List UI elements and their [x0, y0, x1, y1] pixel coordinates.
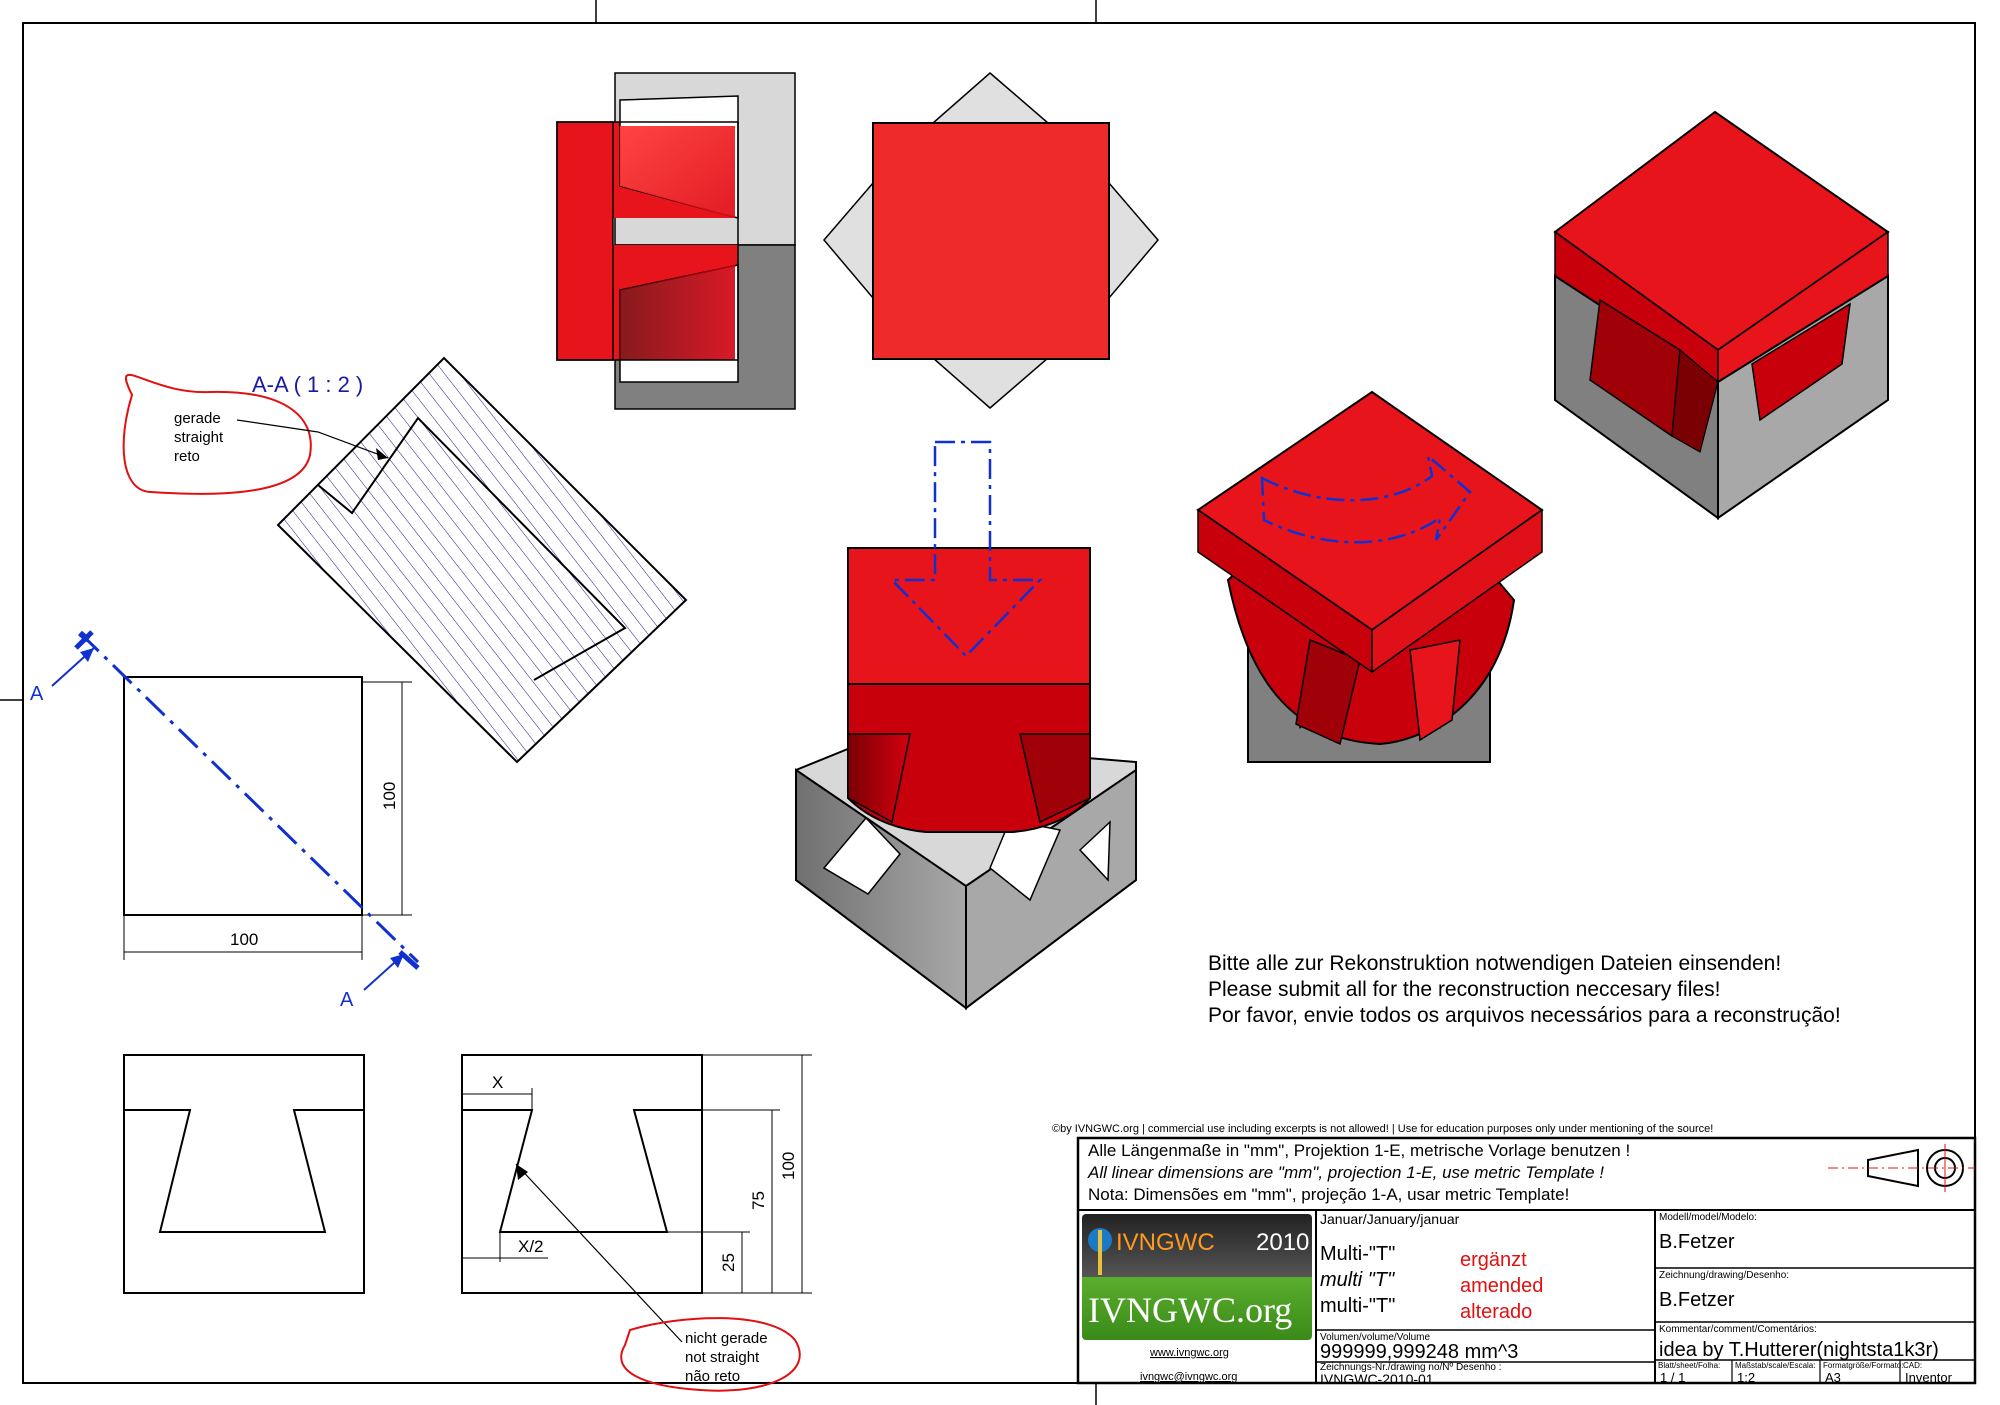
notice-line-3: Por favor, envie todos os arquivos neces…	[1208, 1004, 1841, 1027]
t-profile-view-dimensioned	[461, 1054, 812, 1343]
drawing-no-label: Zeichnungs-Nr./drawing no/Nº Desenho :	[1320, 1362, 1502, 1373]
callout-not-straight-line-2: not straight	[685, 1349, 760, 1366]
drawing-label: Zeichnung/drawing/Desenho:	[1659, 1270, 1789, 1281]
notice-line-1: Bitte alle zur Rekonstruktion notwendige…	[1208, 952, 1781, 975]
title-line-2: multi "T"	[1320, 1269, 1395, 1291]
section-marker-top: A	[30, 683, 44, 705]
isometric-view-exploded	[795, 440, 1137, 1011]
model-value: B.Fetzer	[1659, 1231, 1735, 1253]
copyright-note: ©by IVNGWC.org | commercial use includin…	[1052, 1123, 1713, 1135]
callout-straight-line-2: straight	[174, 429, 224, 446]
callout-not-straight-line-1: nicht gerade	[685, 1330, 768, 1347]
callout-straight-line-1: gerade	[174, 410, 221, 427]
status-line-3: alterado	[1460, 1301, 1532, 1323]
colored-top-view	[823, 72, 1159, 409]
cad-label: CAD:	[1903, 1361, 1922, 1370]
dim-75: 75	[749, 1191, 768, 1210]
section-marker-bottom: A	[340, 989, 354, 1011]
scale-value: 1:2	[1737, 1370, 1755, 1385]
dim-front-width: 100	[230, 930, 258, 949]
dim-x: X	[492, 1073, 503, 1092]
title-line-3: multi-"T"	[1320, 1295, 1395, 1317]
dim-25: 25	[719, 1253, 738, 1272]
website-link[interactable]: www.ivngwc.org	[1149, 1347, 1229, 1359]
front-view-square	[123, 676, 412, 960]
dim-x-half: X/2	[518, 1237, 544, 1256]
section-view-aa	[276, 356, 688, 764]
model-label: Modell/model/Modelo:	[1659, 1212, 1757, 1223]
logo-main-text: IVNGWC.org	[1088, 1290, 1292, 1330]
drawing-value: B.Fetzer	[1659, 1289, 1735, 1311]
general-note-line-2: All linear dimensions are "mm", projecti…	[1087, 1163, 1604, 1182]
sheet-label: Blatt/sheet/Folha:	[1658, 1361, 1720, 1370]
t-profile-view-left	[123, 1054, 365, 1294]
dim-100: 100	[779, 1152, 798, 1180]
general-note-line-3: Nota: Dimensões em "mm", projeção 1-A, u…	[1088, 1185, 1569, 1204]
section-label: A-A ( 1 : 2 )	[252, 372, 363, 397]
format-label: Formatgröße/Formato:	[1823, 1361, 1903, 1370]
notice-line-2: Please submit all for the reconstruction…	[1208, 978, 1720, 1001]
callout-not-straight-line-3: não reto	[685, 1368, 740, 1385]
volume-label: Volumen/volume/Volume	[1320, 1332, 1431, 1343]
callout-not-straight-outline	[620, 1317, 801, 1392]
scale-label: Maßstab/scale/Escala:	[1735, 1361, 1815, 1370]
status-line-1: ergänzt	[1460, 1249, 1527, 1271]
section-cut-line	[51, 630, 420, 991]
sheet-value: 1 / 1	[1660, 1370, 1685, 1385]
callout-straight	[122, 373, 389, 495]
title-block	[1076, 1136, 1977, 1385]
cad-value: Inventor	[1905, 1370, 1953, 1385]
title-line-1: Multi-"T"	[1320, 1243, 1395, 1265]
status-line-2: amended	[1460, 1275, 1543, 1297]
ivngwc-logo	[1082, 1214, 1312, 1340]
format-value: A3	[1825, 1370, 1841, 1385]
dim-front-height: 100	[380, 782, 399, 810]
comment-label: Kommentar/comment/Comentários:	[1659, 1324, 1817, 1335]
email-link[interactable]: ivngwc@ivngwc.org	[1140, 1371, 1237, 1383]
comment-value: idea by T.Hutterer(nightsta1k3r)	[1659, 1339, 1939, 1361]
volume-value: 999999,999248 mm^3	[1320, 1341, 1518, 1363]
callout-straight-line-3: reto	[174, 448, 200, 465]
logo-top-text: IVNGWC	[1116, 1229, 1215, 1256]
colored-side-view	[556, 72, 796, 410]
isometric-view-rotating	[1196, 390, 1544, 763]
date-label: Januar/January/januar	[1320, 1211, 1460, 1227]
general-note-line-1: Alle Längenmaße in "mm", Projektion 1-E,…	[1088, 1141, 1630, 1160]
drawing-no-value: IVNGWC-2010-01	[1320, 1371, 1434, 1387]
isometric-view-assembled	[1553, 110, 1890, 520]
logo-year: 2010	[1256, 1229, 1309, 1256]
